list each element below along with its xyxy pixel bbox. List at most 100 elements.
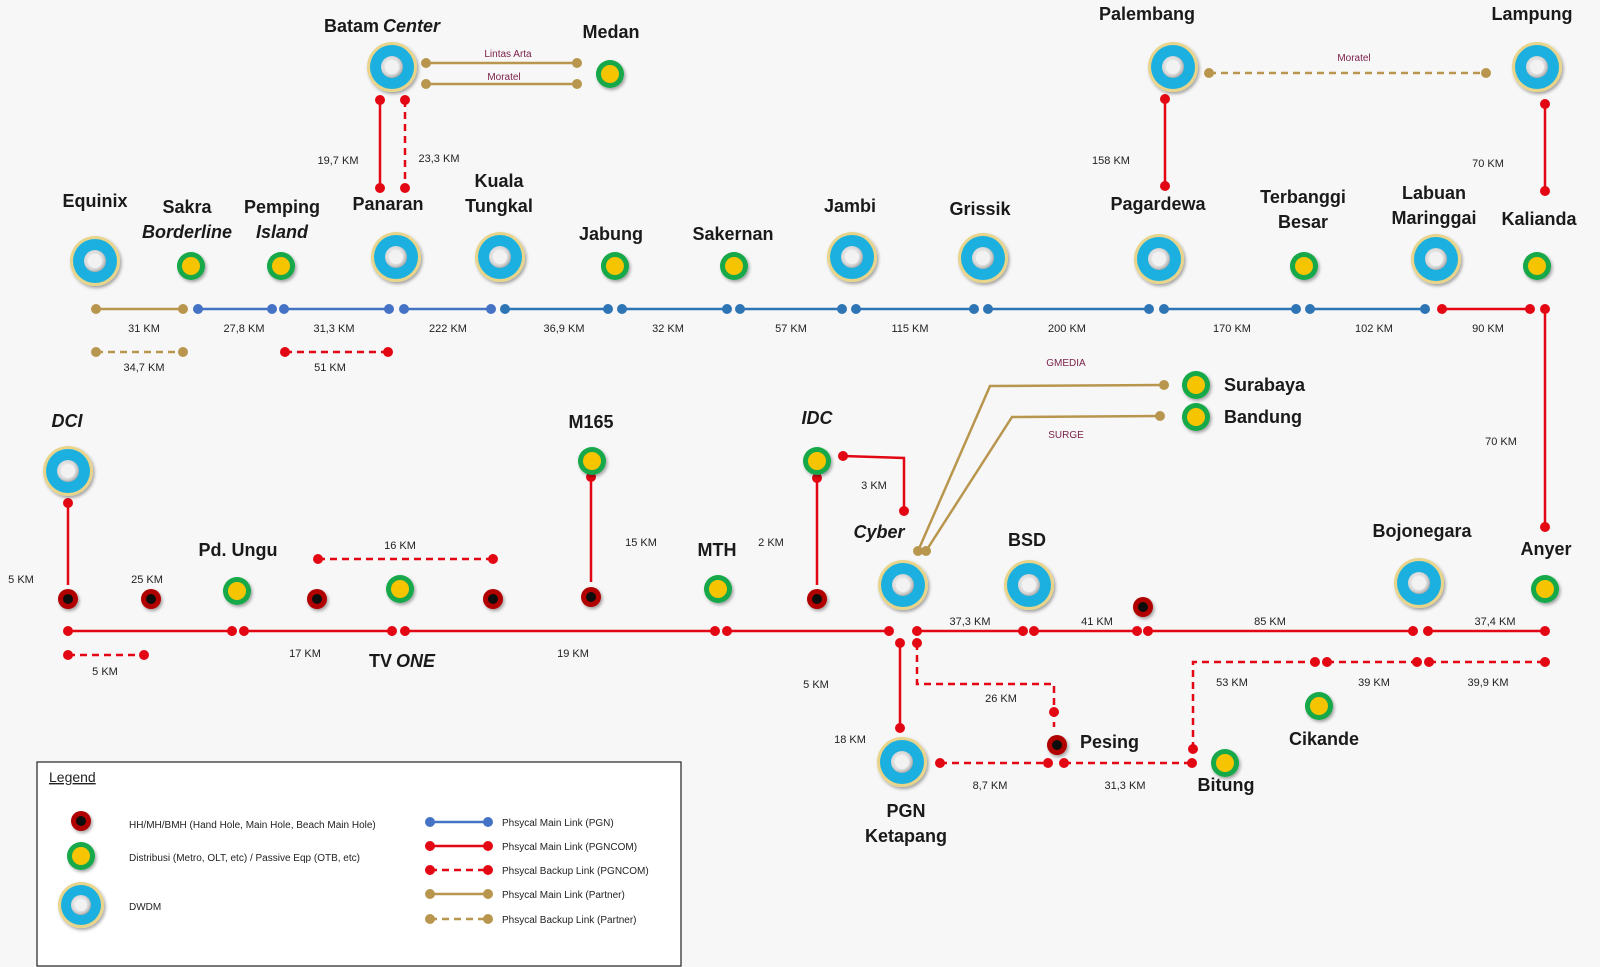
dist-cyber-5km: 5 KM	[803, 679, 829, 691]
node-pagardewa-dwdm-icon[interactable]	[1134, 234, 1184, 284]
dist-39-9km: 39,9 KM	[1468, 677, 1509, 689]
label-surabaya: Surabaya	[1224, 375, 1306, 395]
link-cyber-bandung	[924, 414, 1161, 552]
label-sakra: Sakra	[162, 197, 212, 217]
label-bitung: Bitung	[1198, 775, 1255, 795]
dist-25km: 25 KM	[131, 574, 163, 586]
label-grissik: Grissik	[949, 199, 1011, 219]
legend-pgncom-backup-text: Phsycal Backup Link (PGNCOM)	[502, 866, 649, 877]
label-labuan: Labuan	[1402, 183, 1466, 203]
node-cikande-dist-icon[interactable]	[1305, 692, 1333, 720]
node-m165-dist-icon[interactable]	[578, 447, 606, 475]
link-cyber-pesing	[915, 643, 1056, 727]
label-batam-2: Center	[383, 16, 441, 36]
node-bandung-dist-icon[interactable]	[1182, 403, 1210, 431]
legend-dist-icon	[67, 842, 95, 870]
label-bojonegara: Bojonegara	[1372, 521, 1472, 541]
label-batam: Batam	[324, 16, 379, 36]
label-labuan-2: Maringgai	[1391, 208, 1476, 228]
partner-gmedia-label: GMEDIA	[1046, 358, 1086, 369]
node-pemping-dist-icon[interactable]	[267, 252, 295, 280]
dist-equinix-sakra: 31 KM	[128, 323, 160, 335]
dist-sakernan-jambi: 57 KM	[775, 323, 807, 335]
node-batam-dwdm-icon[interactable]	[367, 42, 417, 92]
handhole-icon[interactable]	[307, 589, 327, 609]
handhole-icon[interactable]	[58, 589, 78, 609]
label-bandung: Bandung	[1224, 407, 1302, 427]
node-bsd-dwdm-icon[interactable]	[1004, 560, 1054, 610]
node-dci-dwdm-icon[interactable]	[43, 446, 93, 496]
node-sakra-dist-icon[interactable]	[177, 252, 205, 280]
dist-cyber-pesing: 26 KM	[985, 693, 1017, 705]
node-kalianda-dist-icon[interactable]	[1523, 252, 1551, 280]
label-pgn: PGN	[886, 801, 925, 821]
legend: Legend HH/MH/BMH (Hand Hole, Main Hole, …	[36, 761, 682, 967]
dist-batam-panaran-main: 19,7 KM	[318, 155, 359, 167]
legend-dist-text: Distribusi (Metro, OLT, etc) / Passive E…	[129, 853, 360, 864]
legend-partner-main-key	[425, 889, 493, 899]
node-cyber-dwdm-icon[interactable]	[878, 560, 928, 610]
node-kuala-dwdm-icon[interactable]	[475, 232, 525, 282]
node-terbanggi-dist-icon[interactable]	[1290, 252, 1318, 280]
label-cikande: Cikande	[1289, 729, 1359, 749]
label-equinix: Equinix	[62, 191, 127, 211]
node-medan-dist-icon[interactable]	[596, 60, 624, 88]
node-surabaya-dist-icon[interactable]	[1182, 371, 1210, 399]
dist-pemping-panaran-backup: 51 KM	[314, 362, 346, 374]
label-kuala: Kuala	[474, 171, 524, 191]
label-tvone: TV	[369, 651, 392, 671]
dist-bitung-53km: 53 KM	[1216, 677, 1248, 689]
node-pgnketapang-dwdm-icon[interactable]	[877, 737, 927, 787]
node-panaran-dwdm-icon[interactable]	[371, 232, 421, 282]
legend-dwdm-icon	[58, 882, 104, 928]
dist-idc-cyber: 3 KM	[861, 480, 887, 492]
partner-moratel-batam-label: Moratel	[487, 72, 520, 83]
dist-bojonegara-anyer: 37,4 KM	[1475, 616, 1516, 628]
node-lampung-dwdm-icon[interactable]	[1512, 42, 1562, 92]
links-layer	[66, 61, 1547, 765]
dist-cyber-bsd: 37,3 KM	[950, 616, 991, 628]
link-cyber-surabaya	[916, 383, 1165, 552]
node-jambi-dwdm-icon[interactable]	[827, 232, 877, 282]
label-mth: MTH	[698, 540, 737, 560]
link-idc-cyber	[842, 454, 906, 511]
dist-lampung-kalianda: 70 KM	[1472, 158, 1504, 170]
dist-19km: 19 KM	[557, 648, 589, 660]
node-pdungu-dist-icon[interactable]	[223, 577, 251, 605]
handhole-icon[interactable]	[807, 589, 827, 609]
handhole-icon[interactable]	[483, 589, 503, 609]
dist-39km: 39 KM	[1358, 677, 1390, 689]
node-labuan-dwdm-icon[interactable]	[1411, 234, 1461, 284]
label-terbanggi-2: Besar	[1278, 212, 1328, 232]
node-tvone-dist-icon[interactable]	[386, 575, 414, 603]
dist-jabung-sakernan: 32 KM	[652, 323, 684, 335]
node-grissik-dwdm-icon[interactable]	[958, 233, 1008, 283]
handhole-icon[interactable]	[1133, 597, 1153, 617]
node-bitung-dist-icon[interactable]	[1211, 749, 1239, 777]
label-dci: DCI	[52, 411, 84, 431]
dist-batam-panaran-backup: 23,3 KM	[419, 153, 460, 165]
node-equinix-dwdm-icon[interactable]	[70, 236, 120, 286]
dist-equinix-sakra-backup: 34,7 KM	[124, 362, 165, 374]
dist-16km: 16 KM	[384, 540, 416, 552]
node-jabung-dist-icon[interactable]	[601, 252, 629, 280]
handhole-icon[interactable]	[581, 587, 601, 607]
node-idc-dist-icon[interactable]	[803, 447, 831, 475]
dist-kuala-jabung: 36,9 KM	[544, 323, 585, 335]
node-icons	[43, 42, 1562, 787]
node-bojonegara-dwdm-icon[interactable]	[1394, 558, 1444, 608]
dist-17km: 17 KM	[289, 648, 321, 660]
partner-lintasarta-label: Lintas Arta	[484, 49, 532, 60]
node-pesing-hh-icon[interactable]	[1047, 735, 1067, 755]
node-sakernan-dist-icon[interactable]	[720, 252, 748, 280]
label-m165: M165	[568, 412, 613, 432]
node-anyer-dist-icon[interactable]	[1531, 575, 1559, 603]
dist-kalianda-anyer: 70 KM	[1485, 436, 1517, 448]
dist-pemping-panaran: 31,3 KM	[314, 323, 355, 335]
handhole-icon[interactable]	[141, 589, 161, 609]
dist-pgn-pesing: 8,7 KM	[973, 780, 1008, 792]
dist-pesing-bitung: 31,3 KM	[1105, 780, 1146, 792]
node-mth-dist-icon[interactable]	[704, 575, 732, 603]
node-palembang-dwdm-icon[interactable]	[1148, 42, 1198, 92]
partner-moratel-lampung-label: Moratel	[1337, 53, 1370, 64]
